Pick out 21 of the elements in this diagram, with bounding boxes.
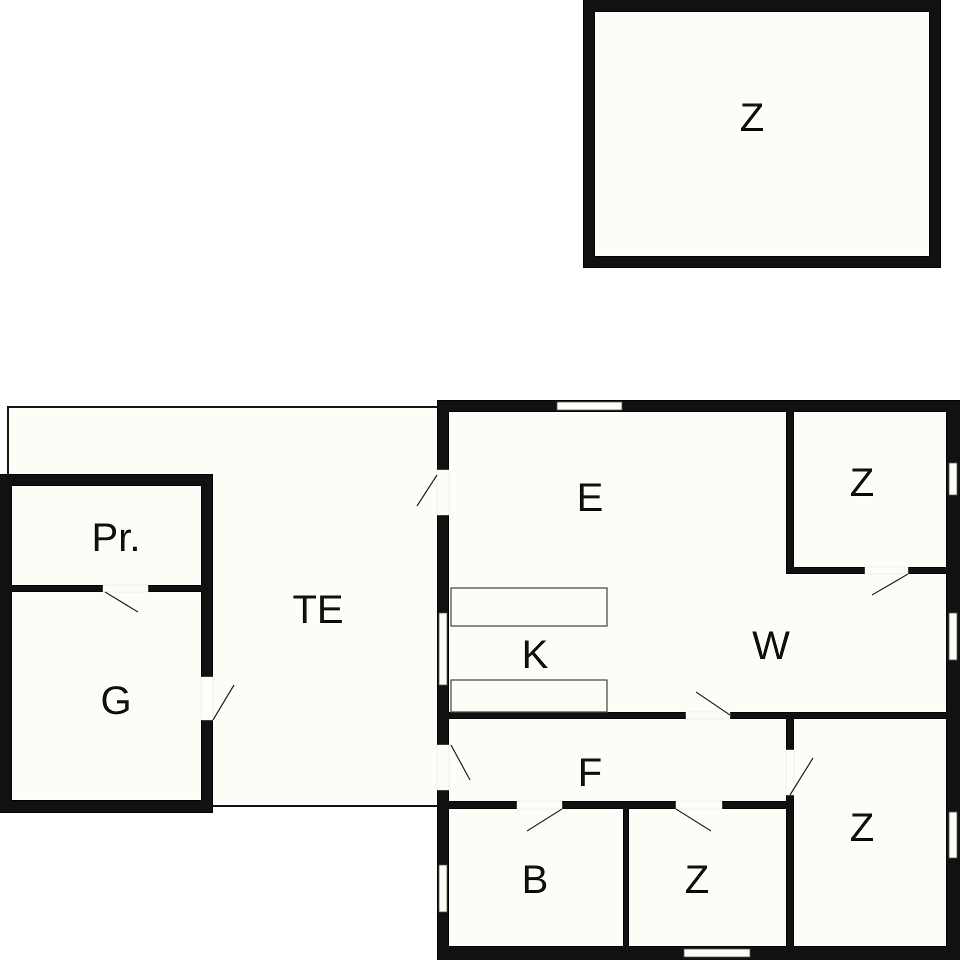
room-area xyxy=(449,588,607,712)
room-area xyxy=(595,12,929,256)
room-label: K xyxy=(522,635,548,675)
room-label: E xyxy=(576,478,604,518)
room-area xyxy=(607,574,946,712)
room-label: W xyxy=(752,626,790,666)
room-label: Z xyxy=(684,860,710,900)
room-label: Z xyxy=(740,98,764,138)
room-area xyxy=(449,412,786,588)
room-area xyxy=(794,412,946,567)
room-label: Pr. xyxy=(92,518,140,558)
room-area xyxy=(449,719,786,801)
room-label: Z xyxy=(850,808,874,848)
room-label: G xyxy=(100,681,132,721)
room-area xyxy=(449,809,623,946)
room-area xyxy=(629,809,786,946)
room-area xyxy=(794,719,946,946)
room-label: Z xyxy=(850,463,874,503)
room-label: TE xyxy=(292,590,344,630)
room-label: B xyxy=(522,860,548,900)
room-label: F xyxy=(578,753,602,793)
